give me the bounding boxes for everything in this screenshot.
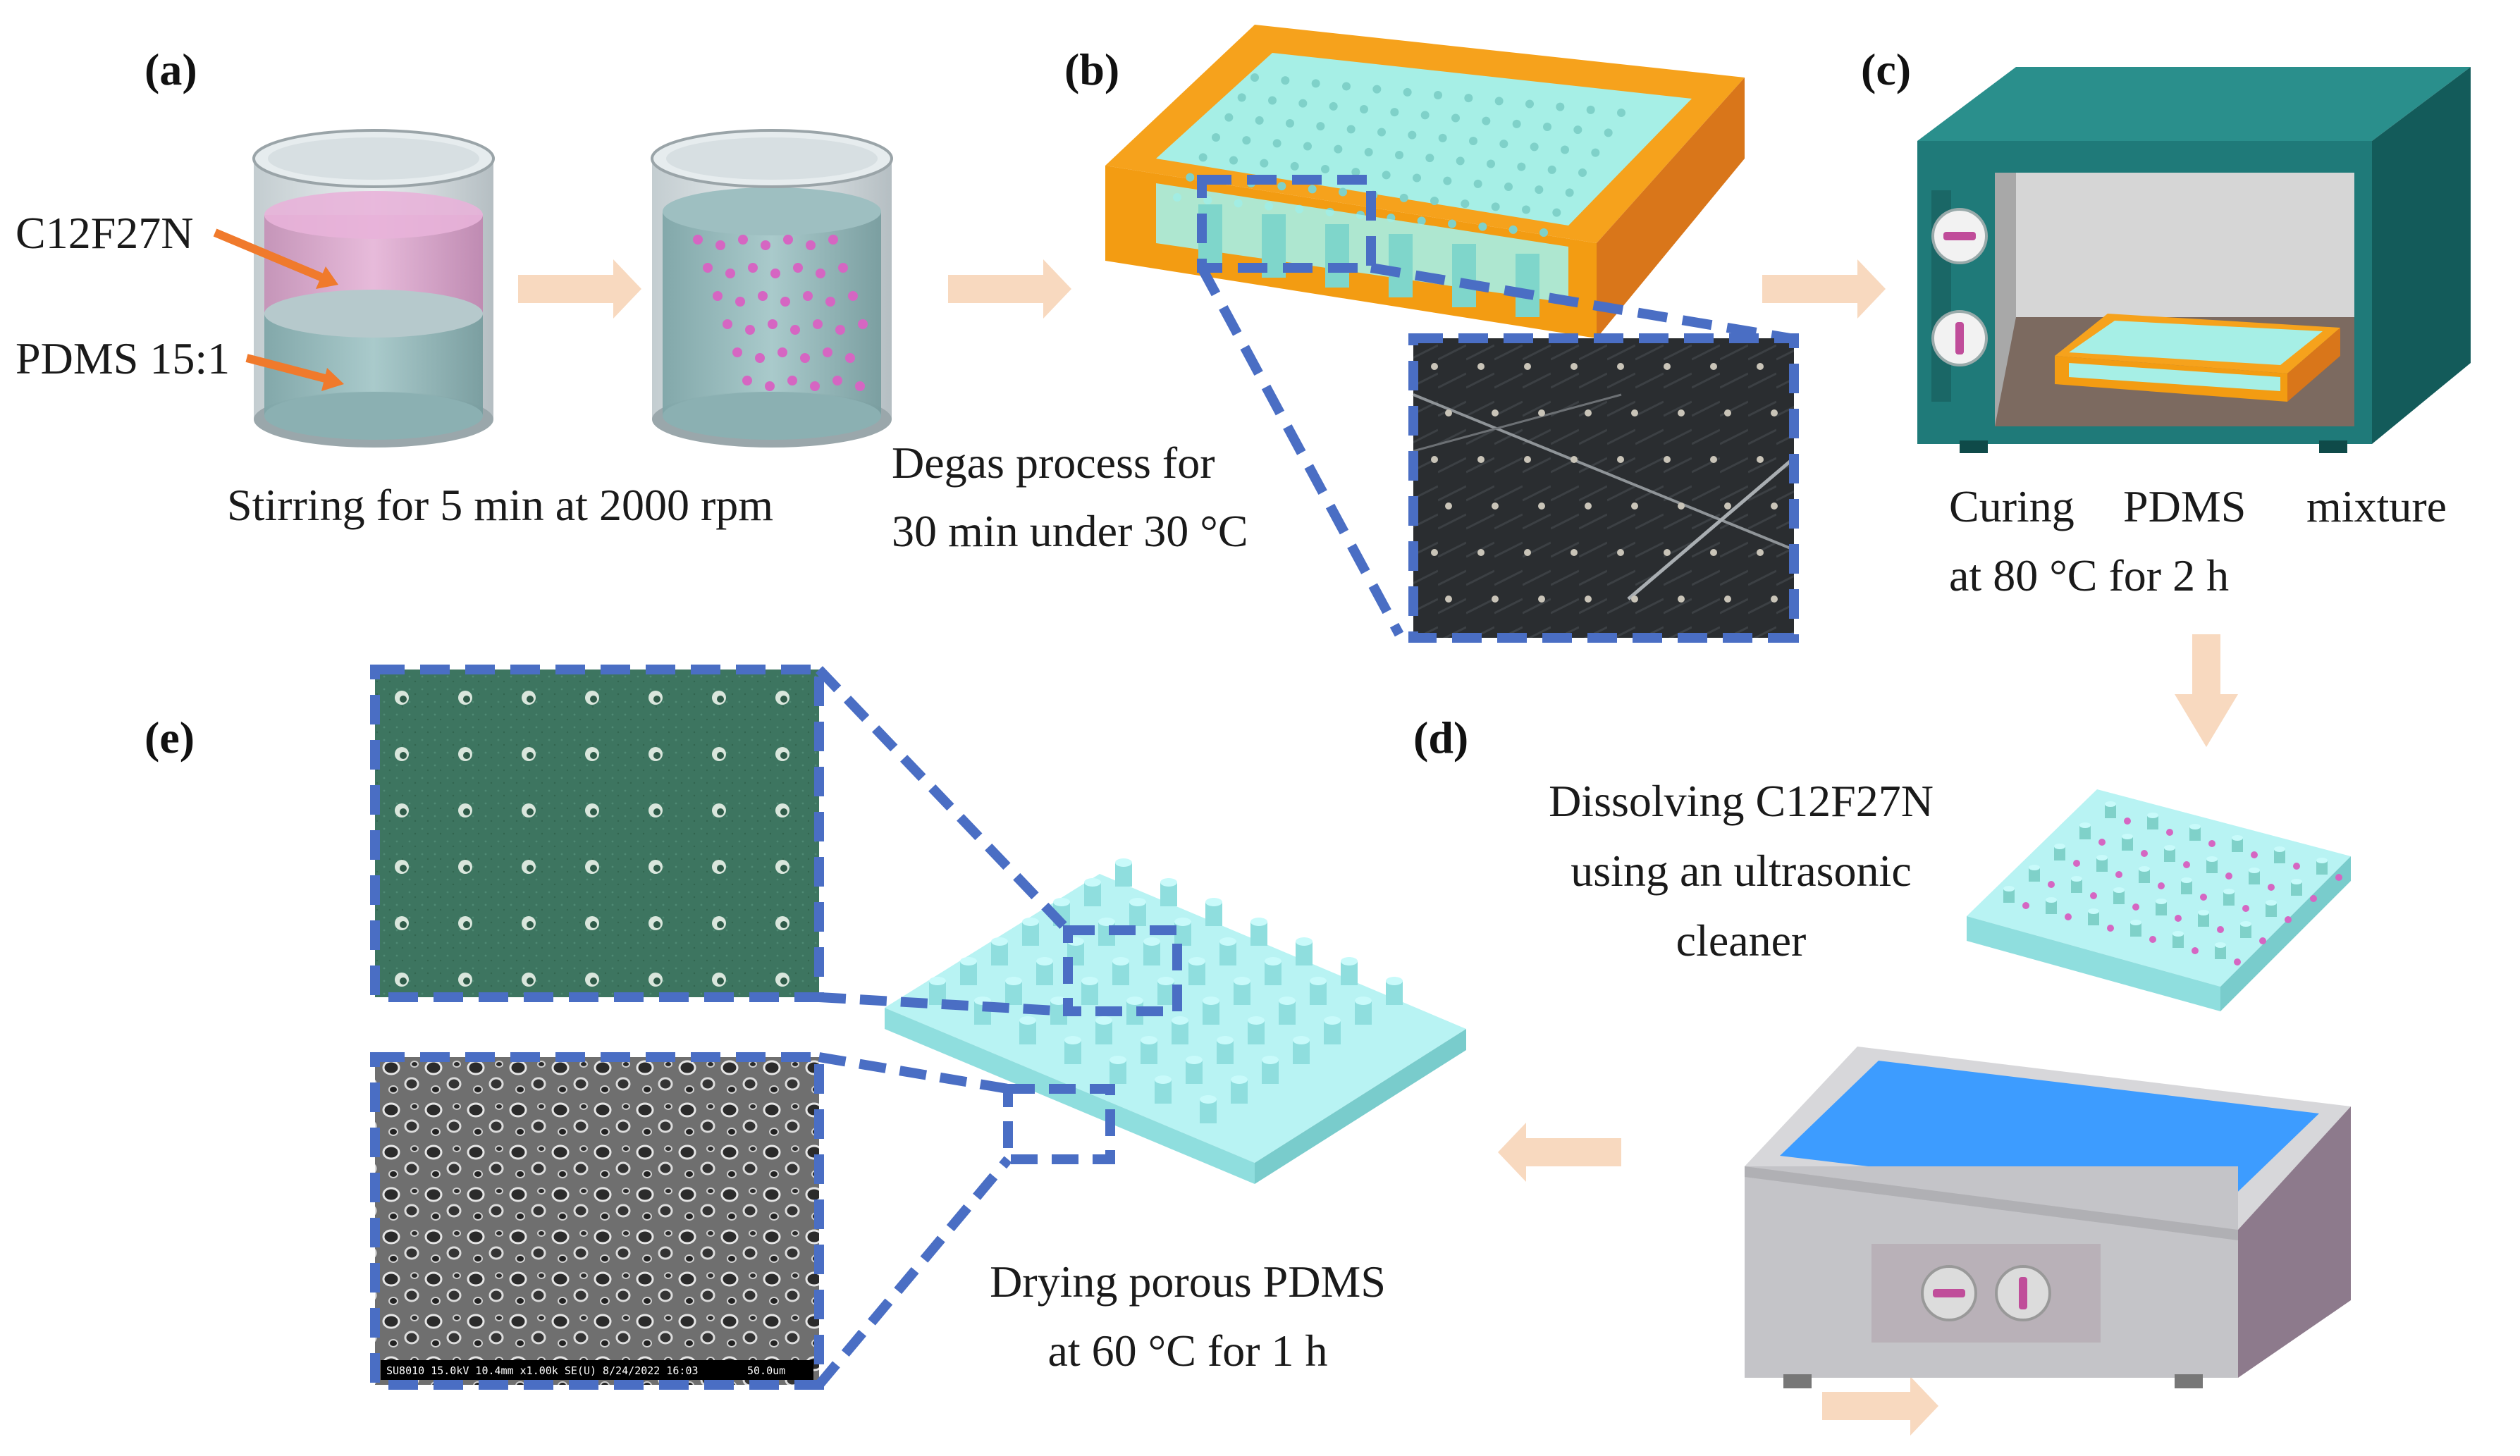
oven-knob-lower <box>1931 310 1988 366</box>
arrow-b-c <box>1762 259 1886 319</box>
ultrasonic-cleaner <box>1745 1047 2351 1388</box>
caption-a: Stirring for 5 min at 2000 rpm <box>227 480 773 530</box>
label-pdms-ratio: PDMS 15:1 <box>16 333 230 383</box>
arrow-d-power <box>1822 1376 1938 1436</box>
cleaner-knob-right <box>1995 1265 2051 1321</box>
inset-sem-image: SU8010 15.0kV 10.4mm x1.00k SE(U) 8/24/2… <box>370 1052 824 1390</box>
callouts-porous <box>815 666 1182 1388</box>
label-c12f27n: C12F27N <box>16 208 194 258</box>
cured-pdms-sample <box>1967 789 2351 1011</box>
caption-e-line1: Drying porous PDMS <box>990 1257 1386 1307</box>
arrow-d-e <box>1498 1123 1621 1182</box>
annotation-arrows <box>213 228 344 391</box>
oven-mold <box>2055 314 2340 402</box>
caption-c-word1: Curing <box>1949 481 2075 531</box>
process-arrows <box>518 259 2238 1436</box>
caption-b-line2: 30 min under 30 °C <box>892 506 1248 556</box>
porous-pdms-sheet <box>885 858 1466 1184</box>
panel-label-a: (a) <box>145 44 197 94</box>
arrow-a-b <box>948 259 1071 319</box>
caption-e-line2: at 60 °C for 1 h <box>1047 1326 1327 1376</box>
caption-d-line3: cleaner <box>1676 915 1807 965</box>
arrow-a-a <box>518 259 641 319</box>
beaker-layered <box>252 129 495 448</box>
panel-label-c: (c) <box>1861 44 1911 94</box>
caption-d-line2: using an ultrasonic <box>1571 846 1911 896</box>
panel-label-e: (e) <box>145 712 195 763</box>
caption-c-line2: at 80 °C for 2 h <box>1949 550 2229 600</box>
caption-c-word2: PDMS <box>2123 481 2246 531</box>
caption-d-line1: Dissolving C12F27N <box>1549 776 1934 826</box>
caption-c-word3: mixture <box>2306 481 2447 531</box>
beaker-mixed <box>651 129 893 448</box>
mold-tray <box>1105 25 1745 338</box>
caption-b-line1: Degas process for <box>892 438 1215 488</box>
sem-info: SU8010 15.0kV 10.4mm x1.00k SE(U) 8/24/2… <box>386 1364 699 1377</box>
sem-scale: 50.0um <box>747 1364 785 1377</box>
oven <box>1917 67 2471 453</box>
inset-optical-image <box>370 665 824 1002</box>
callout-mold <box>1197 175 1792 637</box>
oven-knob-upper <box>1931 208 1988 264</box>
mold-dot-grid <box>1173 73 1625 237</box>
particle-cloud <box>693 235 868 391</box>
panel-label-d: (d) <box>1413 712 1468 763</box>
panel-label-b: (b) <box>1064 44 1119 94</box>
photo-mold-surface <box>1408 333 1799 643</box>
cleaner-knob-left <box>1921 1265 1977 1321</box>
arrow-c-d <box>2175 634 2238 747</box>
